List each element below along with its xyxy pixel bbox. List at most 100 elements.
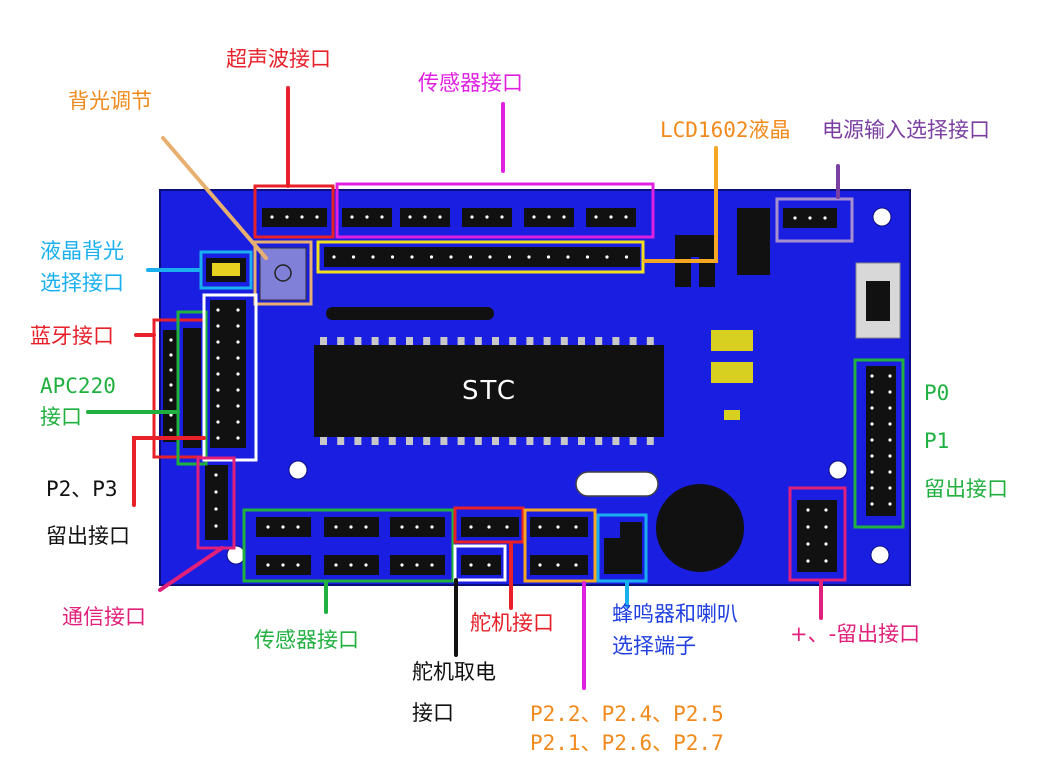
chip-pin — [526, 437, 534, 445]
sensor-header-row-top — [342, 208, 636, 227]
pin-dot — [806, 542, 810, 546]
pin-dot — [870, 374, 874, 378]
pin-dot — [605, 255, 609, 259]
pin-dot — [415, 563, 419, 567]
pin-dot — [365, 215, 369, 219]
chip-pin — [388, 337, 396, 345]
pin-dot — [169, 338, 173, 342]
pin-dot — [538, 525, 542, 529]
chip-pin — [320, 337, 327, 345]
chip-pin — [543, 437, 551, 445]
label-servo-power-2: 接口 — [412, 701, 454, 725]
chip-pin — [337, 437, 345, 445]
pin-dot — [824, 525, 828, 529]
label-bluetooth: 蓝牙接口 — [30, 324, 114, 348]
pin-dot — [824, 508, 828, 512]
pin-dot — [507, 255, 512, 259]
chip-pin — [578, 437, 585, 445]
pin-dot — [380, 215, 384, 219]
mount-hole — [872, 207, 892, 227]
pin-dot — [169, 398, 173, 402]
servo-power-header — [461, 555, 501, 575]
chip-pin — [406, 437, 413, 445]
chip-pin — [474, 437, 482, 445]
comm-box — [196, 456, 236, 550]
potentiometer-knob — [274, 264, 292, 282]
chip-pin — [457, 437, 465, 445]
buzzer-select-box — [596, 513, 648, 583]
label-apc220-1: APC220 — [40, 374, 116, 398]
pin-dot — [806, 559, 810, 563]
chip-label: STC — [462, 376, 518, 406]
chip-pin — [612, 337, 620, 345]
pin-dot — [823, 216, 827, 220]
pin-dot — [824, 542, 828, 546]
chip-pin — [578, 337, 585, 345]
pin-dot — [236, 324, 240, 328]
pin-dot — [438, 215, 442, 219]
chip-pin — [440, 337, 448, 345]
label-lcd-backlight-2: 选择接口 — [40, 271, 124, 295]
chip-pin — [646, 437, 654, 445]
capacitor-small — [724, 410, 740, 420]
pin-dot — [266, 563, 270, 567]
power-select-box — [775, 197, 854, 243]
pin-dot — [236, 308, 240, 312]
pin-dot — [585, 255, 590, 259]
pin-dot — [888, 374, 892, 378]
pin-dot — [485, 215, 489, 219]
chip-pin — [371, 437, 379, 445]
pin-dot — [870, 470, 874, 474]
chip-pin — [629, 437, 637, 445]
lcd-box — [316, 240, 645, 274]
pin-dot — [334, 525, 338, 529]
pin-dot — [546, 255, 551, 259]
label-plus-minus: +、-留出接口 — [790, 622, 921, 646]
pin-dot — [351, 255, 356, 259]
regulator-tab — [699, 257, 715, 287]
label-sensor-bottom: 传感器接口 — [254, 628, 359, 652]
ultrasonic-box — [253, 184, 335, 239]
pin-dot — [349, 525, 353, 529]
pin-dot — [505, 525, 509, 529]
p2x-box — [523, 508, 597, 583]
pin-dot — [870, 422, 874, 426]
chip-pin — [423, 337, 431, 345]
pin-dot — [214, 473, 218, 477]
pin-dot — [350, 215, 354, 219]
regulator — [675, 235, 715, 257]
pin-dot — [169, 413, 173, 417]
pin-dot — [468, 255, 473, 259]
backlight-adjust-leader — [161, 136, 268, 260]
chip-pin — [509, 437, 517, 445]
power-switch-knob — [866, 281, 890, 321]
label-lcd-backlight-1: 液晶背光 — [40, 239, 124, 263]
chip-pin — [526, 337, 534, 345]
pin-dot — [888, 406, 892, 410]
pin-dot — [349, 563, 353, 567]
chip-pin — [646, 337, 654, 345]
pin-dot — [216, 436, 220, 440]
pin-dot — [556, 563, 560, 567]
chip-pin — [560, 437, 568, 445]
p0-p1-box — [853, 358, 905, 529]
pin-dot — [469, 563, 473, 567]
pin-dot — [500, 215, 504, 219]
chip-pin — [388, 437, 396, 445]
crystal-oscillator — [326, 307, 494, 320]
pin-dot — [332, 255, 336, 259]
pin-dot — [824, 559, 828, 563]
pin-dot — [400, 525, 404, 529]
label-p2-line1: P2.2、P2.4、P2.5 — [530, 702, 724, 726]
label-servo: 舵机接口 — [470, 611, 554, 635]
sensor-bottom-box — [242, 508, 455, 583]
pin-dot — [888, 438, 892, 442]
pin-dot — [888, 422, 892, 426]
chip-pin — [354, 337, 362, 345]
capacitor-yellow — [711, 362, 753, 383]
pin-dot — [888, 486, 892, 490]
regulator-tab — [675, 257, 691, 287]
comm-leader — [158, 546, 224, 592]
pin-dot — [562, 215, 566, 219]
